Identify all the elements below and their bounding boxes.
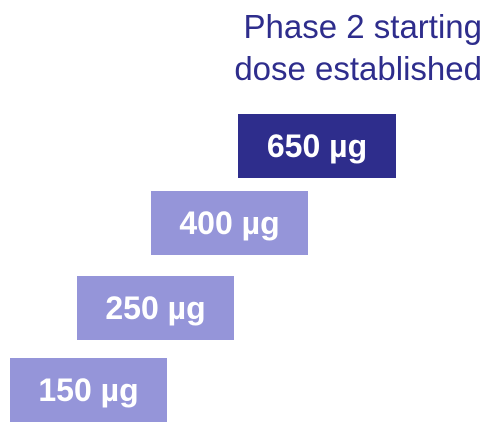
dose-step-label: 400 µg <box>179 204 280 241</box>
dose-step-400: 400 µg <box>151 191 308 255</box>
dose-step-250: 250 µg <box>77 276 234 340</box>
dose-step-label: 150 µg <box>38 371 139 408</box>
phase2-title: Phase 2 starting dose established <box>180 6 482 90</box>
title-line-2: dose established <box>234 50 482 87</box>
title-line-1: Phase 2 starting <box>243 8 482 45</box>
dose-step-label: 650 µg <box>266 127 368 164</box>
dose-step-650: 650 µg <box>238 114 396 178</box>
dose-step-label: 250 µg <box>105 289 206 326</box>
dose-step-150: 150 µg <box>10 358 167 422</box>
